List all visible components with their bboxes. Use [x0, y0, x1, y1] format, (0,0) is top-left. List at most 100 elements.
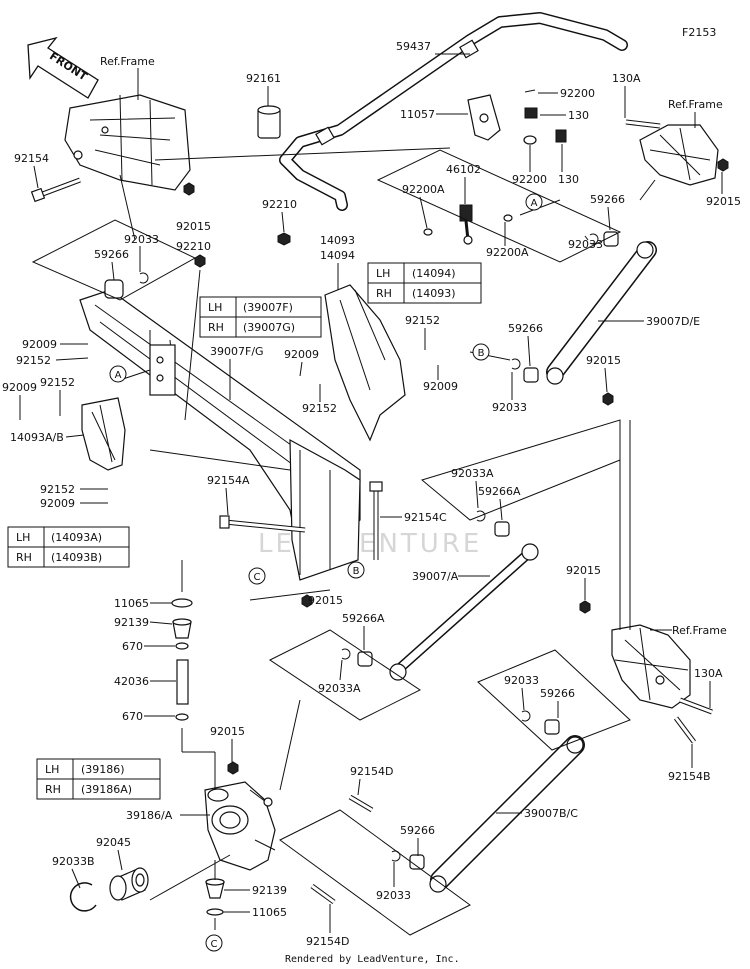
svg-text:(39007G): (39007G) [243, 321, 295, 334]
label-92200A-a: 92200A [402, 183, 445, 196]
callout-c-top: C [248, 567, 266, 585]
ref-frame-label-tl: Ref.Frame [100, 55, 155, 68]
svg-text:A: A [115, 370, 122, 381]
part-labels: 59437 92161 92154 92015 92033 92210 5926… [2, 40, 741, 948]
label-92152-a: 92152 [405, 314, 440, 327]
bracket-11057 [467, 89, 567, 145]
label-92033-e: 92033 [376, 889, 411, 902]
label-92200-a: 92200 [560, 87, 595, 100]
bolt-130A-top [625, 119, 661, 129]
rod-39007DE [511, 231, 657, 406]
label-92015-e: 92015 [566, 564, 601, 577]
label-92154C: 92154C [404, 511, 447, 524]
label-92009-l2: 92009 [2, 381, 37, 394]
spindle-stack [171, 598, 193, 721]
label-59266-b: 59266 [590, 193, 625, 206]
svg-text:C: C [254, 572, 261, 583]
svg-text:(39186A): (39186A) [81, 783, 132, 796]
label-11065-a: 11065 [114, 597, 149, 610]
label-59266-d: 59266 [540, 687, 575, 700]
label-46102: 46102 [446, 163, 481, 176]
svg-text:(14093A): (14093A) [51, 531, 102, 544]
label-92154-tl: 92154 [14, 152, 49, 165]
label-92139-a: 92139 [114, 616, 149, 629]
svg-text:B: B [478, 348, 485, 359]
label-11065-b: 11065 [252, 906, 287, 919]
guard-14093ab [81, 397, 126, 471]
label-92210-a: 92210 [176, 240, 211, 253]
bushing-59266-arm [104, 272, 149, 299]
label-14094: 14094 [320, 249, 355, 262]
knuckle-39186 [204, 781, 276, 871]
label-92033-b: 92033 [568, 238, 603, 251]
label-92033-c: 92033 [492, 401, 527, 414]
bolt-130A-mid [679, 697, 713, 715]
rod-39007A [341, 510, 539, 681]
label-92200-b: 92200 [512, 173, 547, 186]
trailing-arm [79, 289, 361, 581]
snap-ring-92033B [69, 882, 97, 912]
label-130-b: 130 [558, 173, 579, 186]
label-14093: 14093 [320, 234, 355, 247]
bearing-92045 [109, 867, 149, 901]
label-92154B: 92154B [668, 770, 711, 783]
collar-lower [205, 878, 225, 916]
svg-text:LH: LH [376, 267, 390, 280]
svg-text:LH: LH [16, 531, 30, 544]
label-59266-a: 59266 [94, 248, 129, 261]
label-92152-l1: 92152 [16, 354, 51, 367]
label-670-b: 670 [122, 710, 143, 723]
guard-14093 [324, 284, 406, 442]
callout-b-right: B [472, 343, 490, 361]
label-92200A-b: 92200A [486, 246, 529, 259]
nut-92015-mid-right [579, 600, 591, 614]
ref-frame-top-right [639, 124, 719, 186]
label-92152-b: 92152 [302, 402, 337, 415]
label-130A-b: 130A [694, 667, 723, 680]
label-92015-b: 92015 [706, 195, 741, 208]
label-130A-a: 130A [612, 72, 641, 85]
label-59266-e: 59266 [400, 824, 435, 837]
label-59437: 59437 [396, 40, 431, 53]
joint-46102 [423, 204, 513, 245]
svg-text:(39007F): (39007F) [243, 301, 293, 314]
label-39007A: 39007/A [412, 570, 459, 583]
callout-c-bottom: C [205, 934, 223, 952]
label-92033-d: 92033 [504, 674, 539, 687]
label-92033B: 92033B [52, 855, 95, 868]
svg-text:RH: RH [208, 321, 224, 334]
svg-text:(14093B): (14093B) [51, 551, 102, 564]
svg-text:C: C [211, 939, 218, 950]
table-14094: LH (14094) RH (14093) [367, 262, 482, 304]
bolt-92154A [219, 515, 306, 533]
label-670-a: 670 [122, 640, 143, 653]
label-59266A-b: 59266A [342, 612, 385, 625]
label-92210-b: 92210 [262, 198, 297, 211]
label-92015-a: 92015 [176, 220, 211, 233]
svg-text:LH: LH [45, 763, 59, 776]
bolt-92154D-a [348, 794, 374, 813]
label-92154D-b: 92154D [306, 935, 349, 948]
callout-b-left: B [347, 561, 365, 579]
bushing-92161 [257, 105, 281, 139]
svg-text:(14093): (14093) [412, 287, 456, 300]
label-92015-c: 92015 [586, 354, 621, 367]
nut-92210-lower [194, 254, 206, 268]
label-92009-b: 92009 [423, 380, 458, 393]
label-92154D-a: 92154D [350, 765, 393, 778]
rod-39007BC [391, 710, 585, 893]
label-59266-c: 59266 [508, 322, 543, 335]
label-92033-a: 92033 [124, 233, 159, 246]
table-14093a: LH (14093A) RH (14093B) [7, 526, 130, 568]
label-92009-l3: 92009 [40, 497, 75, 510]
label-39007BC: 39007B/C [524, 807, 578, 820]
label-39007DE: 39007D/E [646, 315, 700, 328]
table-39186: LH (39186) RH (39186A) [36, 758, 161, 800]
ref-frame-top-left [64, 94, 191, 191]
nut-92015-knuckle [227, 761, 239, 775]
svg-text:LH: LH [208, 301, 222, 314]
callout-a-right: A [525, 193, 543, 211]
diagram-id: F2153 [682, 26, 716, 39]
nut-92015-arm [301, 594, 313, 608]
